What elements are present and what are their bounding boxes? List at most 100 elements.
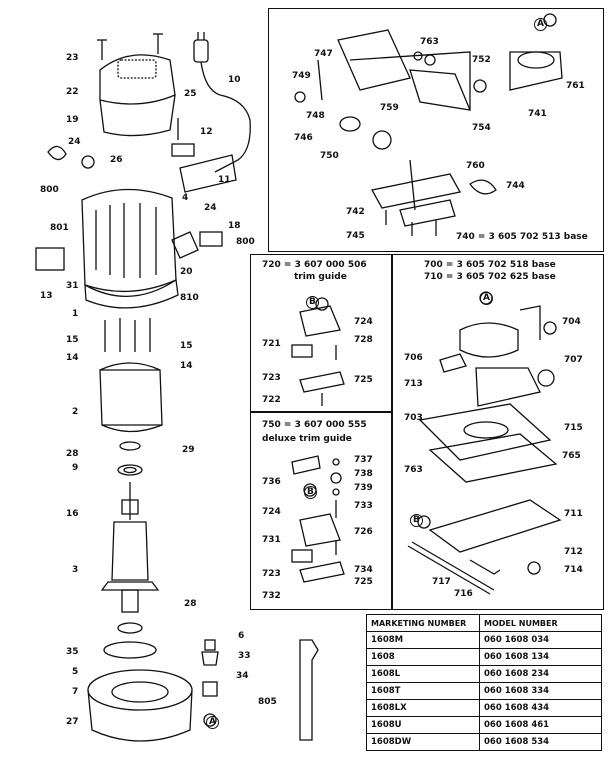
- callout-744: 744: [506, 181, 525, 191]
- callout-742: 742: [346, 207, 365, 217]
- callout-10: 10: [228, 75, 241, 85]
- callout-714: 714: [564, 565, 583, 575]
- retainer-ring-drawing: [103, 641, 157, 659]
- callout-725-b: 725: [354, 577, 373, 587]
- callout-33: 33: [238, 651, 251, 661]
- callout-B-base: B: [410, 514, 423, 527]
- power-cord-drawing: [193, 32, 251, 173]
- callout-15-a: 15: [66, 335, 79, 345]
- callout-1: 1: [72, 309, 79, 319]
- deluxe-guide-caption-1: 750 = 3 607 000 555: [262, 420, 367, 430]
- callout-A-circle: A: [206, 716, 219, 729]
- deluxe-guide-frame: [250, 412, 392, 610]
- callout-759: 759: [380, 103, 399, 113]
- callout-723-b: 723: [262, 569, 281, 579]
- callout-3: 3: [72, 565, 79, 575]
- model-number: 060 1608 134: [479, 648, 602, 666]
- callout-15-b: 15: [180, 341, 193, 351]
- callout-23: 23: [66, 53, 79, 63]
- callout-738: 738: [354, 469, 373, 479]
- callout-6: 6: [238, 631, 245, 641]
- callout-19: 19: [66, 115, 79, 125]
- marketing-number: 1608T: [366, 682, 480, 700]
- callout-749: 749: [292, 71, 311, 81]
- callout-731: 731: [262, 535, 281, 545]
- callout-724: 724: [354, 317, 373, 327]
- model-number: 060 1608 234: [479, 665, 602, 683]
- edge-guide-assembly-drawing: [294, 13, 563, 236]
- marketing-number: 1608DW: [366, 733, 480, 751]
- callout-748: 748: [306, 111, 325, 121]
- model-number: 060 1608 334: [479, 682, 602, 700]
- collet-drawing: [201, 639, 219, 727]
- callout-B-trim: B: [306, 296, 319, 309]
- marketing-number: 1608U: [366, 716, 480, 734]
- callout-703: 703: [404, 413, 423, 423]
- callout-2: 2: [72, 407, 79, 417]
- callout-752: 752: [472, 55, 491, 65]
- callout-715: 715: [564, 423, 583, 433]
- motor-housing-drawing: [81, 188, 179, 309]
- callout-754: 754: [472, 123, 491, 133]
- callout-13: 13: [40, 291, 53, 301]
- screw-drawing: [97, 33, 163, 60]
- callout-27: 27: [66, 717, 79, 727]
- deluxe-guide-drawing: [291, 455, 345, 583]
- callout-707: 707: [564, 355, 583, 365]
- callout-9: 9: [72, 463, 79, 473]
- callout-736: 736: [262, 477, 281, 487]
- callout-14-a: 14: [66, 353, 79, 363]
- model-number: 060 1608 534: [479, 733, 602, 751]
- end-cap-drawing: [87, 669, 193, 742]
- motor-cap-drawing: [99, 54, 176, 137]
- callout-800-a: 800: [40, 185, 59, 195]
- top-right-frame: [268, 8, 604, 252]
- callout-801: 801: [50, 223, 69, 233]
- marketing-number-header: MARKETING NUMBER: [366, 614, 480, 632]
- bearing-drawing: [119, 441, 141, 451]
- switch-drawing: [171, 143, 195, 157]
- bearing-drawing: [117, 464, 143, 476]
- callout-763-base: 763: [404, 465, 423, 475]
- trim-guide-caption-2: trim guide: [294, 272, 347, 282]
- deluxe-guide-caption-2: deluxe trim guide: [262, 434, 352, 444]
- callout-5: 5: [72, 667, 79, 677]
- callout-24-b: 24: [204, 203, 217, 213]
- nut-drawing: [81, 155, 95, 169]
- callout-B-deluxe: B: [304, 486, 317, 499]
- marketing-number: 1608M: [366, 631, 480, 649]
- callout-11: 11: [218, 175, 231, 185]
- callout-721: 721: [262, 339, 281, 349]
- callout-741: 741: [528, 109, 547, 119]
- callout-31: 31: [66, 281, 79, 291]
- wrench-drawing: [299, 639, 319, 741]
- speed-control-drawing: [35, 247, 65, 271]
- callout-805: 805: [258, 697, 277, 707]
- callout-704: 704: [562, 317, 581, 327]
- callout-716: 716: [454, 589, 473, 599]
- brush-holder-drawing: [171, 231, 199, 259]
- callout-28-b: 28: [184, 599, 197, 609]
- callout-7: 7: [72, 687, 79, 697]
- trim-guide-frame: [250, 254, 392, 412]
- callout-706: 706: [404, 353, 423, 363]
- callout-765: 765: [562, 451, 581, 461]
- clip-drawing: [47, 145, 67, 161]
- brush-drawing: [199, 231, 223, 247]
- base-710-caption: 710 = 3 605 702 625 base: [424, 272, 556, 282]
- callout-A-base: A: [480, 292, 493, 305]
- trim-guide-caption-1: 720 = 3 607 000 506: [262, 260, 367, 270]
- trim-guide-drawing: [291, 297, 345, 406]
- callout-35: 35: [66, 647, 79, 657]
- callout-34: 34: [236, 671, 249, 681]
- marketing-number: 1608L: [366, 665, 480, 683]
- base-740-caption: 740 = 3 605 702 513 base: [456, 232, 588, 242]
- callout-732: 732: [262, 591, 281, 601]
- callout-737: 737: [354, 455, 373, 465]
- callout-26: 26: [110, 155, 123, 165]
- callout-16: 16: [66, 509, 79, 519]
